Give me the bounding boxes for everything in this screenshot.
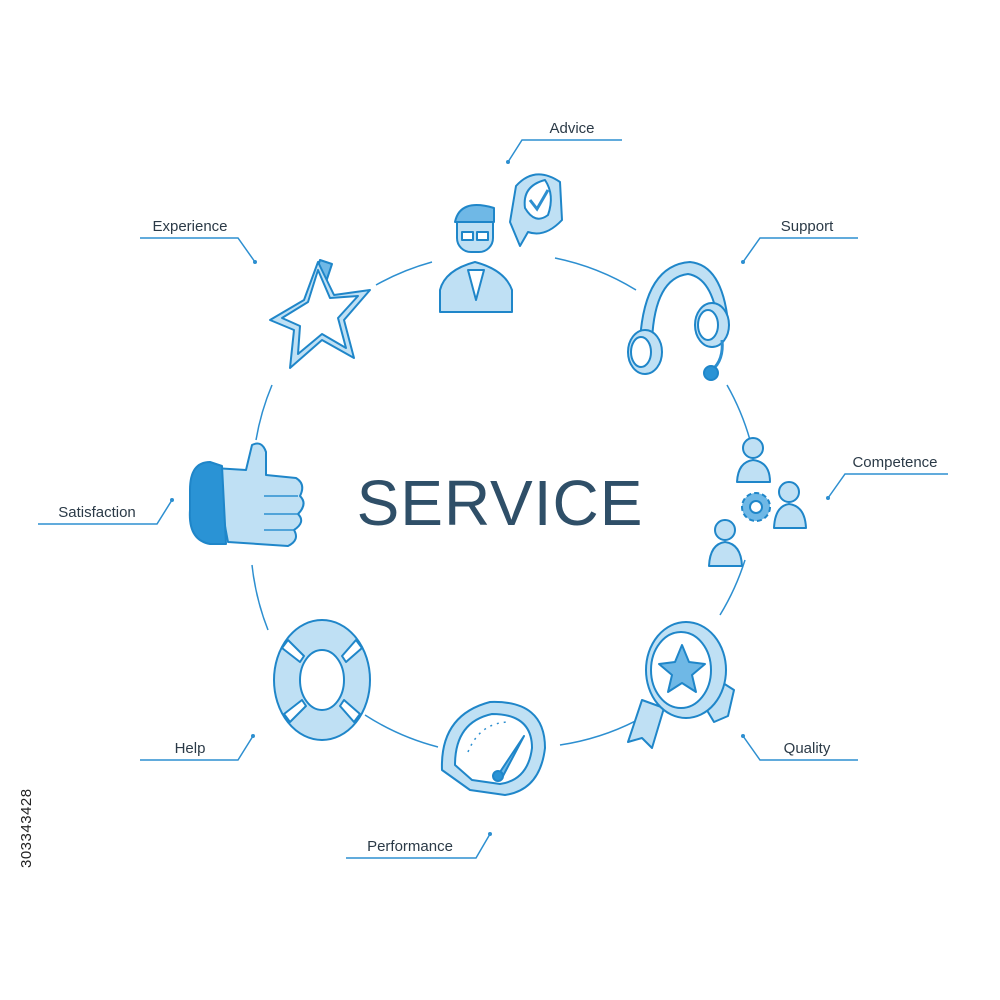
node-label: Help	[175, 740, 206, 757]
consultant-check-icon	[439, 173, 563, 313]
node-label: Support	[781, 218, 834, 235]
star-icon	[269, 259, 371, 369]
speedometer-icon	[440, 700, 546, 796]
lifebuoy-icon	[273, 619, 371, 741]
node-label: Experience	[152, 218, 227, 235]
node-satisfaction: Satisfaction	[38, 498, 174, 525]
award-badge-icon	[627, 621, 735, 749]
node-label: Performance	[367, 838, 453, 855]
node-quality: Quality	[741, 734, 858, 761]
node-advice: Advice	[506, 120, 622, 164]
node-label: Advice	[549, 120, 594, 137]
node-experience: Experience	[140, 218, 257, 264]
team-gear-icon	[708, 437, 807, 567]
thumbs-up-icon	[188, 442, 305, 547]
stock-id: 303343428	[18, 788, 35, 868]
node-label: Quality	[784, 740, 831, 757]
diagram-title: SERVICE	[357, 467, 644, 539]
node-label: Competence	[852, 454, 937, 471]
node-label: Satisfaction	[58, 504, 136, 521]
node-competence: Competence	[826, 454, 948, 500]
headset-icon	[627, 261, 730, 381]
node-performance: Performance	[346, 832, 492, 859]
node-support: Support	[741, 218, 858, 264]
node-help: Help	[140, 734, 255, 761]
